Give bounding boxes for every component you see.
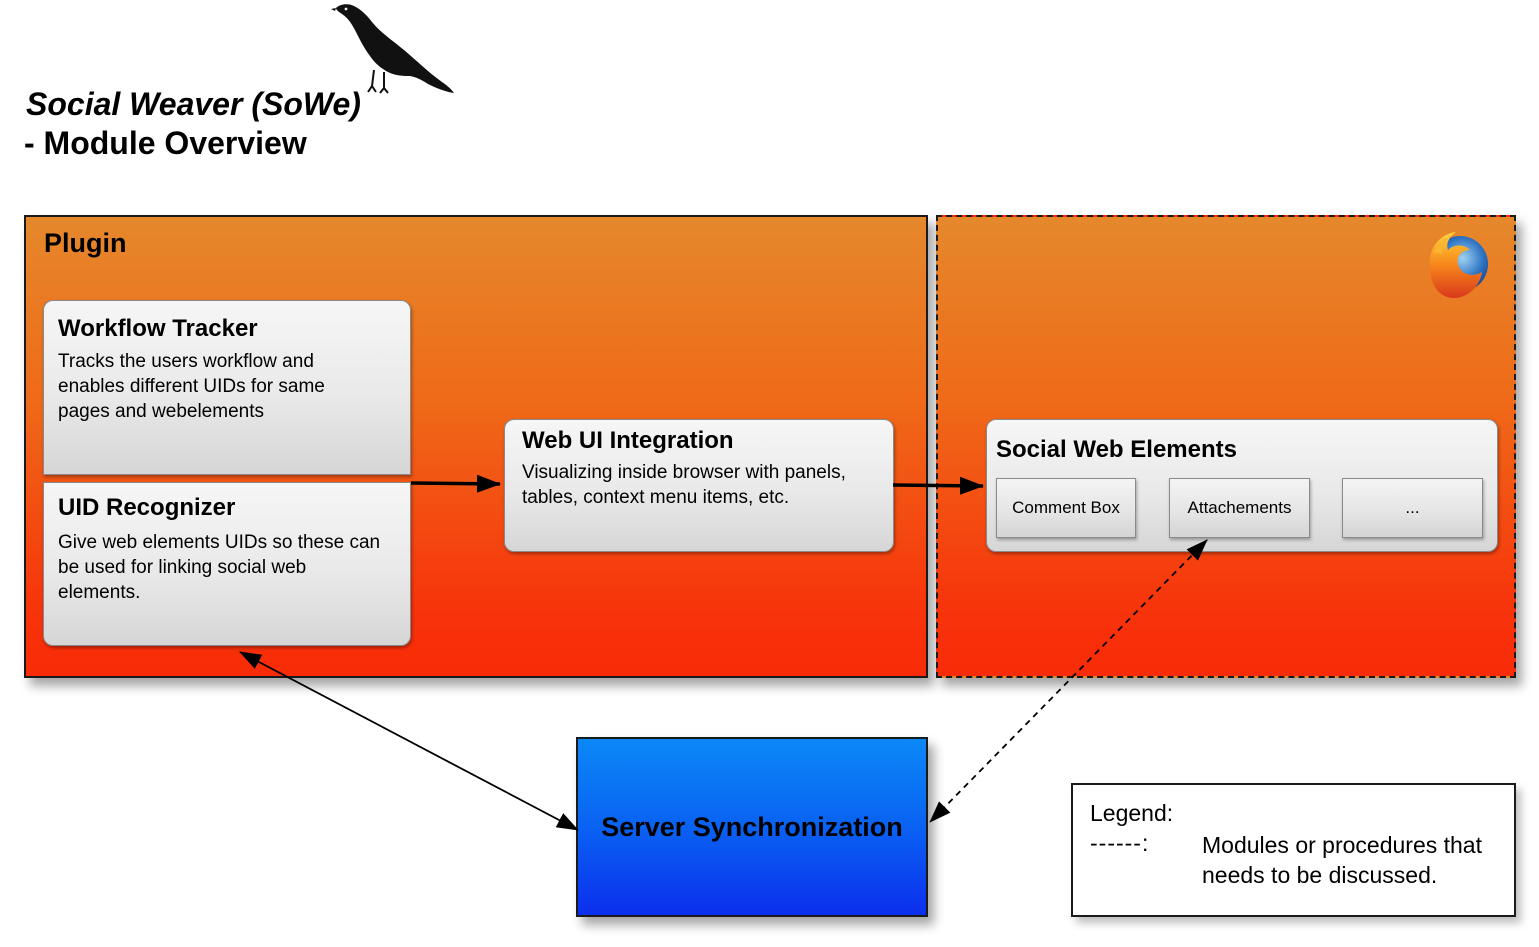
comment-box-element: Comment Box [996,478,1136,538]
uid-recognizer-description: Give web elements UIDs so these can be u… [58,532,381,603]
more-elements: ... [1342,478,1483,538]
diagram-title: Social Weaver (SoWe) [26,86,361,122]
attachements-element: Attachements [1169,478,1310,538]
web-ui-integration-title: Web UI Integration [522,427,734,454]
workflow-tracker-description: Tracks the users workflow and enables di… [58,351,325,422]
server-synchronization-box: Server Synchronization [576,737,928,917]
legend-title: Legend: [1090,800,1174,826]
web-ui-integration-description: Visualizing inside browser with panels, … [522,462,846,508]
social-web-elements-title: Social Web Elements [996,436,1237,463]
workflow-tracker-title: Workflow Tracker [58,315,258,342]
legend-dashed-line-sample: ------: [1090,830,1150,856]
diagram-subtitle: - Module Overview [24,125,307,161]
uid-recognizer-card [43,482,411,646]
firefox-icon [1429,232,1488,298]
uid-recognizer-title: UID Recognizer [58,494,236,521]
legend-description: Modules or procedures that needs to be d… [1202,832,1482,888]
web-ui-integration-card [504,419,894,552]
workflow-tracker-card [43,300,411,475]
plugin-title: Plugin [44,228,127,258]
arrow-uid-to-server [239,651,579,831]
crow-icon [331,4,454,94]
server-synchronization-label: Server Synchronization [601,811,903,842]
